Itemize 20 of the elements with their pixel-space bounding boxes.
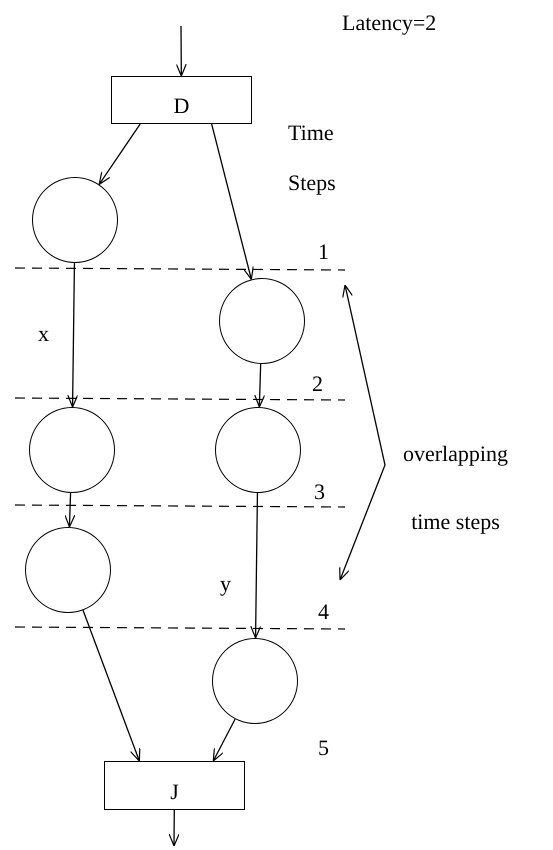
text-label: 4 [318,598,330,626]
arrow [176,26,187,77]
text-label: 2 [312,370,324,398]
arrow [250,492,262,639]
arrow [254,364,266,408]
arrow [98,124,141,186]
arrow [212,718,236,762]
process-box: J [104,761,245,810]
text-label: 3 [314,478,326,506]
arrow [82,610,140,762]
arrow [67,262,78,408]
text-label: Latency=2 [342,9,438,37]
text-label: 5 [318,734,330,762]
text-label: 1 [318,238,330,266]
text-label: Time Steps [288,119,337,197]
process-box: D [111,76,252,124]
arrow [211,124,254,280]
arrow [168,810,180,847]
text-label: overlapping time steps [402,440,510,536]
arrow [64,492,76,528]
